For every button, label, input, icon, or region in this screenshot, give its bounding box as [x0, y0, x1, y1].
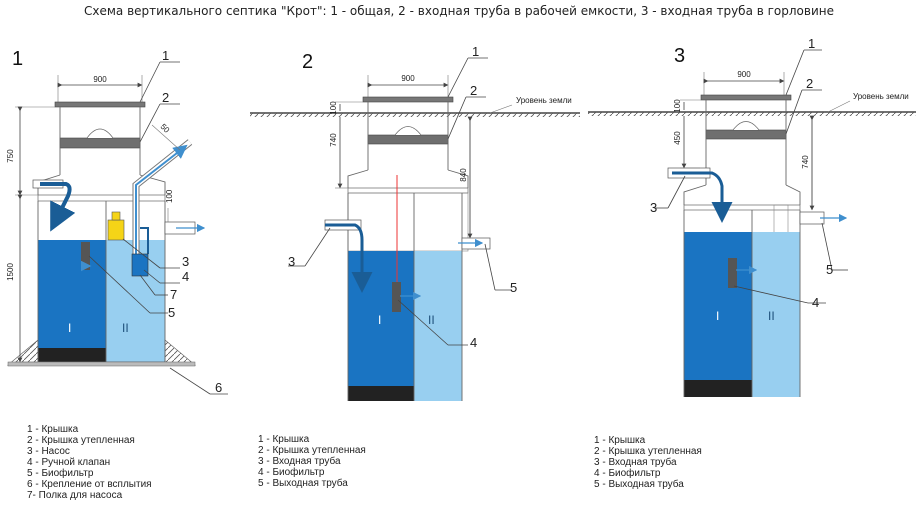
legend-1: 1 - Крышка 2 - Крышка утепленная 3 - Нас…	[27, 424, 152, 501]
dim-upper: 750	[6, 149, 15, 163]
dim-840: 840	[459, 168, 468, 182]
scheme-number: 3	[674, 45, 685, 67]
biofilter-icon	[81, 242, 90, 270]
callout: 4	[812, 295, 819, 310]
room-label: II	[122, 321, 129, 335]
legend-item: 3 - Входная труба	[594, 456, 677, 468]
legend-item: 1 - Крышка	[594, 435, 646, 446]
chamber-one	[38, 240, 106, 348]
callout: 3	[650, 200, 657, 215]
biofilter-icon	[392, 282, 401, 312]
callout: 5	[510, 280, 517, 295]
legend-item: 4 - Ручной клапан	[27, 457, 110, 468]
legend-item: 3 - Входная труба	[258, 455, 341, 467]
ground-label: Уровень земли	[853, 92, 909, 101]
callout: 4	[182, 269, 189, 284]
dim-100: 100	[329, 101, 338, 115]
callout: 1	[162, 48, 169, 63]
lid	[700, 94, 792, 101]
legend-item: 3 - Насос	[27, 446, 70, 457]
dim-width: 900	[401, 74, 415, 83]
legend-item: 7- Полка для насоса	[27, 490, 123, 501]
callout: 1	[472, 44, 479, 59]
lid	[362, 96, 454, 103]
callout: 5	[826, 262, 833, 277]
dim-lower: 1500	[6, 263, 15, 281]
dim-740: 740	[329, 133, 338, 147]
legend-item: 2 - Крышка утепленная	[27, 435, 135, 446]
chamber-two	[414, 251, 462, 401]
diagram-title: Схема вертикального септика "Крот": 1 - …	[84, 4, 834, 18]
biofilter-icon	[728, 258, 737, 288]
room-label: II	[768, 309, 775, 323]
scheme-number: 1	[12, 48, 23, 70]
legend-item: 4 - Биофильтр	[258, 466, 325, 478]
legend-item: 5 - Выходная труба	[258, 477, 348, 489]
legend-3: 1 - Крышка 2 - Крышка утепленная 3 - Вхо…	[594, 435, 702, 490]
callout: 2	[470, 83, 477, 98]
dim-width: 900	[737, 70, 751, 79]
chamber-two	[752, 232, 800, 397]
legend-2: 1 - Крышка 2 - Крышка утепленная 3 - Вхо…	[258, 434, 366, 489]
insulated-lid	[59, 137, 141, 149]
callout: 6	[215, 380, 222, 395]
lid	[54, 101, 146, 108]
manual-valve-icon	[107, 219, 125, 241]
callout: 3	[182, 254, 189, 269]
dim-width: 900	[93, 75, 107, 84]
legend-item: 4 - Биофильтр	[594, 467, 661, 479]
dim-100: 100	[673, 99, 682, 113]
pump-icon	[131, 253, 149, 277]
callout: 7	[170, 287, 177, 302]
scheme-3: 3 Уровень земли 900 I II	[588, 36, 916, 490]
sludge-layer	[38, 348, 106, 362]
insulated-lid	[705, 129, 787, 140]
dim-pipe: 50	[159, 122, 172, 135]
scheme-1: 1 900 I II	[6, 48, 228, 501]
room-label: I	[716, 309, 719, 323]
legend-item: 1 - Крышка	[258, 434, 310, 445]
sludge-layer	[348, 386, 414, 401]
callout: 2	[162, 90, 169, 105]
legend-item: 1 - Крышка	[27, 424, 79, 435]
dim-450: 450	[673, 131, 682, 145]
callout: 3	[288, 254, 295, 269]
room-label: I	[68, 321, 71, 335]
callout: 1	[808, 36, 815, 51]
callout: 4	[470, 335, 477, 350]
callout: 2	[806, 76, 813, 91]
legend-item: 2 - Крышка утепленная	[258, 445, 366, 456]
legend-item: 5 - Биофильтр	[27, 467, 94, 479]
chamber-one	[684, 232, 752, 380]
dim-outlet: 100	[165, 189, 174, 203]
room-label: II	[428, 313, 435, 327]
legend-item: 5 - Выходная труба	[594, 478, 684, 490]
room-label: I	[378, 313, 381, 327]
scheme-number: 2	[302, 51, 313, 73]
scheme-2: 2 Уровень земли 900 I II	[250, 44, 580, 489]
legend-item: 6 - Крепление от всплытия	[27, 479, 152, 490]
legend-item: 2 - Крышка утепленная	[594, 446, 702, 457]
callout: 5	[168, 305, 175, 320]
ground-label: Уровень земли	[516, 96, 572, 105]
sludge-layer	[684, 380, 752, 397]
insulated-lid	[367, 134, 449, 145]
dim-740: 740	[801, 155, 810, 169]
